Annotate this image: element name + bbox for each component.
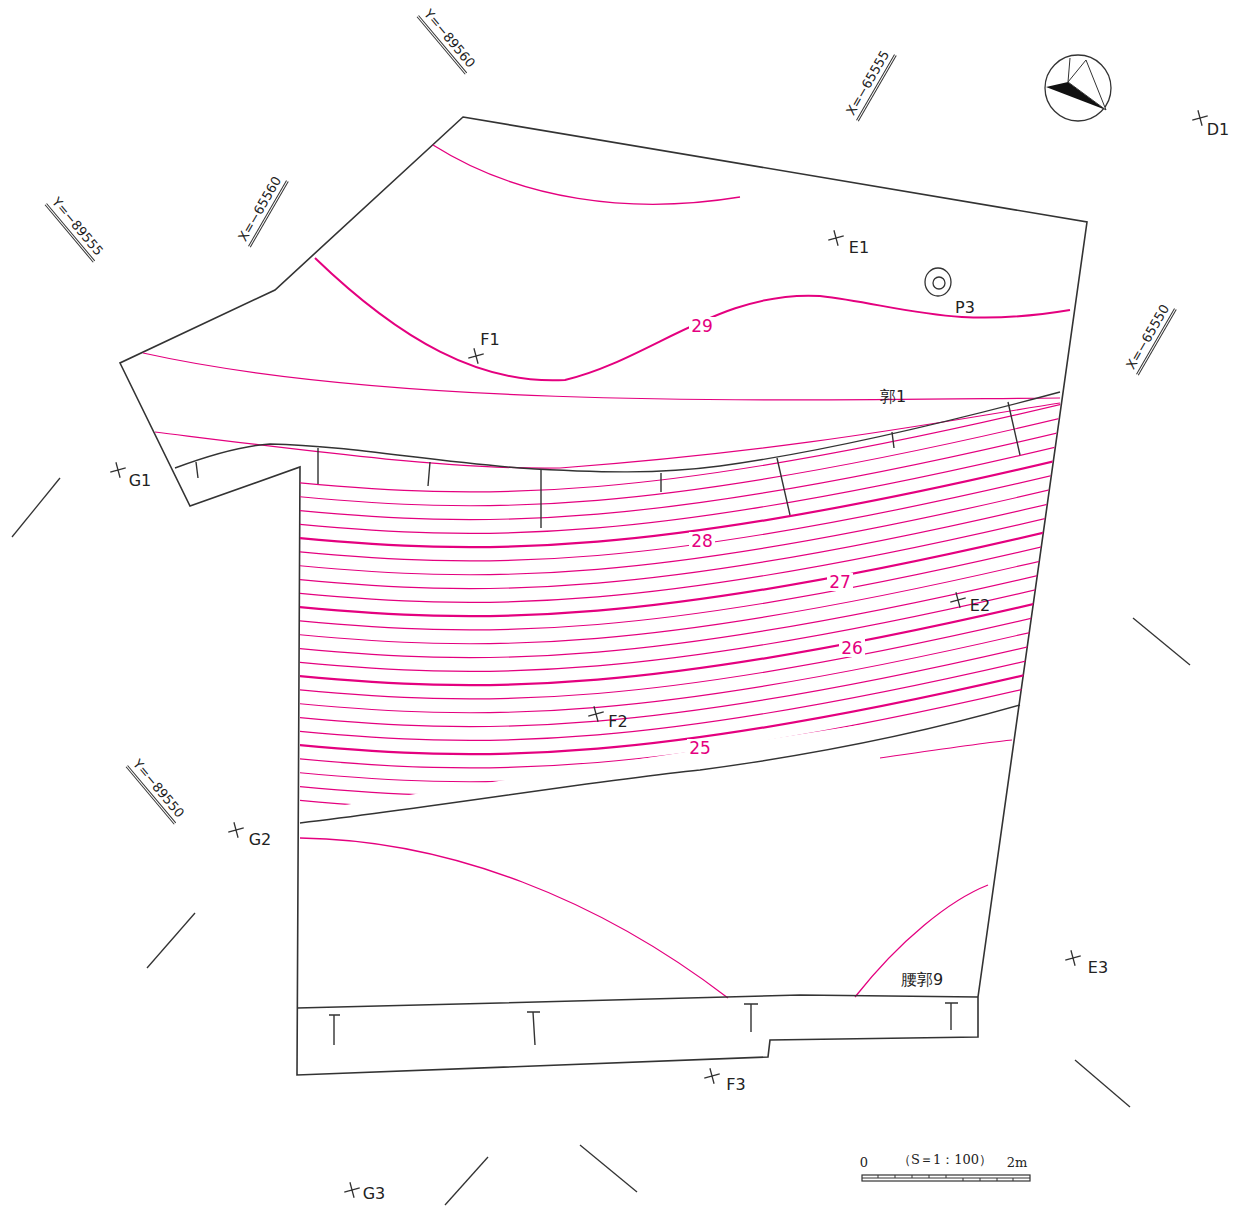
point-label: F2 [608, 713, 627, 731]
scale-value: 0 [860, 1156, 868, 1170]
grid-ticks [12, 478, 1190, 1205]
point-label: G2 [249, 831, 272, 849]
contour-value: 27 [827, 573, 853, 592]
contour-value: 29 [689, 317, 715, 336]
grid-coordinate: X=−65555 [843, 46, 897, 121]
feature-label: P3 [955, 299, 975, 317]
contour-value: 28 [689, 532, 715, 551]
point-label: E1 [849, 239, 869, 257]
grid-coordinate: X=−65560 [235, 172, 289, 247]
contour-value: 25 [687, 739, 713, 758]
point-label: G3 [363, 1185, 386, 1203]
area-label: 腰郭9 [901, 971, 943, 989]
point-label: E2 [970, 597, 990, 615]
contour-value: 26 [839, 639, 865, 658]
pit-symbol [925, 268, 951, 296]
point-label: E3 [1088, 959, 1108, 977]
grid-coordinate: X=−65550 [1123, 300, 1177, 375]
point-label: F1 [480, 331, 499, 349]
grid-coordinate: Y=−89550 [126, 755, 188, 824]
terrace-edges [175, 392, 1060, 1045]
scale-bar [862, 1175, 1030, 1181]
survey-crosses [108, 108, 1210, 1200]
grid-coordinate: Y=−89555 [45, 193, 107, 262]
point-label: G1 [129, 472, 152, 490]
area-label: 郭1 [880, 388, 906, 406]
scale-value: 2m [1007, 1156, 1028, 1170]
point-label: D1 [1207, 121, 1230, 139]
north-arrow [1045, 55, 1111, 121]
grid-coordinate: Y=−89560 [417, 5, 479, 74]
point-label: F3 [726, 1076, 745, 1094]
scale-ratio: （S＝1：100） [898, 1153, 992, 1167]
